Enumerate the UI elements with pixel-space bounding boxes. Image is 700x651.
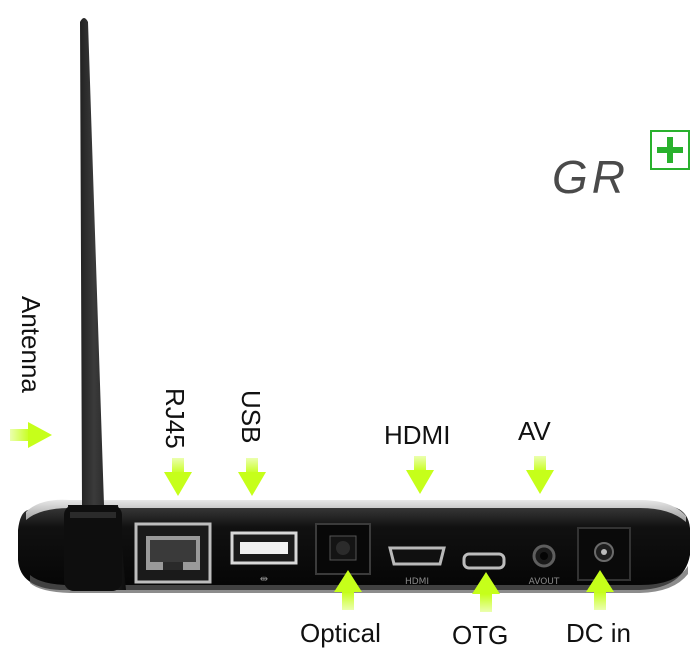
optical-port (315, 523, 371, 575)
logo-plus-icon (650, 130, 690, 170)
brand-logo: GR (552, 151, 629, 203)
arrow-dc-in (586, 570, 614, 610)
label-av: AV (518, 416, 551, 446)
av-port: AVOUT (529, 544, 560, 587)
otg-port (462, 552, 506, 570)
rj45-port (134, 522, 212, 584)
arrow-av (526, 456, 554, 494)
svg-text:⇹: ⇹ (260, 574, 268, 585)
av-port-text: AVOUT (529, 577, 560, 587)
arrow-usb (238, 458, 266, 496)
label-otg: OTG (452, 620, 509, 650)
label-dc-in: DC in (566, 618, 632, 648)
label-hdmi: HDMI (384, 420, 451, 450)
label-optical: Optical (300, 618, 381, 648)
arrow-optical (334, 570, 362, 610)
arrow-hdmi (406, 456, 434, 494)
dc-in-port (577, 527, 631, 581)
arrow-rj45 (164, 458, 192, 496)
antenna (64, 18, 126, 591)
hdmi-port: HDMI (388, 546, 446, 587)
hdmi-port-text: HDMI (405, 577, 429, 587)
arrow-antenna (10, 422, 52, 448)
label-rj45: RJ45 (160, 388, 190, 449)
usb-port: ⇹ (230, 531, 298, 585)
label-antenna: Antenna (16, 296, 46, 393)
label-usb: USB (236, 390, 266, 444)
arrow-otg (472, 572, 500, 612)
